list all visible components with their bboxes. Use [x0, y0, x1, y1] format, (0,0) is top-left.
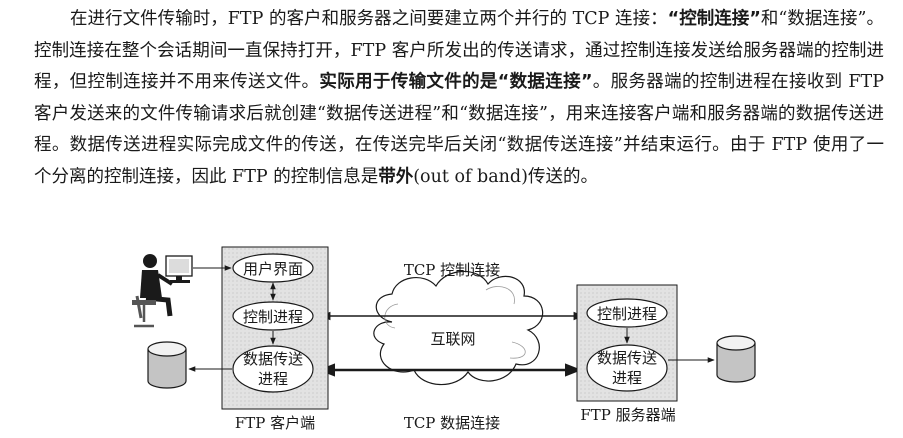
- para-bold-out-of-band: 带外: [378, 166, 414, 187]
- server-data-oval: [586, 344, 668, 392]
- internet-cloud: [373, 270, 544, 386]
- server-database-icon: [716, 335, 756, 383]
- server-control-label: 控制进程: [597, 305, 657, 323]
- client-panel-label: FTP 客户端: [235, 414, 315, 432]
- client-database-icon: [147, 341, 187, 389]
- server-data-label-1: 数据传送: [597, 349, 657, 367]
- para-text-4: (out of band)传送的。: [413, 166, 598, 187]
- para-bold-control-connection: “控制连接”: [667, 9, 761, 29]
- para-bold-data-connection: 实际用于传输文件的是“数据连接”: [319, 72, 593, 92]
- para-text-3: 。服务器端的控制进程在接收到 FTP 客户发送来的文件传输请求后就创建“数据传送…: [34, 72, 884, 187]
- client-control-label: 控制进程: [243, 308, 303, 326]
- para-text-2: 和“数据连接”。控制连接在整个会话期间一直保持打开，FTP 客户所发出的传送请求…: [34, 9, 884, 92]
- client-control-oval: [232, 301, 314, 331]
- server-panel-label: FTP 服务器端: [580, 406, 675, 424]
- internet-label: 互联网: [430, 330, 475, 348]
- body-paragraph: 在进行文件传输时，FTP 的客户和服务器之间要建立两个并行的 TCP 连接：“控…: [34, 4, 884, 193]
- client-data-label-1: 数据传送: [243, 350, 303, 368]
- client-ui-label: 用户界面: [243, 260, 303, 278]
- data-connection-label: TCP 数据连接: [404, 414, 500, 432]
- control-connection-label: TCP 控制连接: [404, 261, 500, 279]
- user-computer-icon: [132, 254, 193, 328]
- client-data-oval: [232, 345, 314, 393]
- para-text-1: 在进行文件传输时，FTP 的客户和服务器之间要建立两个并行的 TCP 连接：: [70, 9, 668, 29]
- client-ui-oval: [232, 253, 314, 283]
- client-data-label-2: 进程: [258, 370, 288, 388]
- server-control-oval: [586, 298, 668, 328]
- server-data-label-2: 进程: [612, 369, 642, 387]
